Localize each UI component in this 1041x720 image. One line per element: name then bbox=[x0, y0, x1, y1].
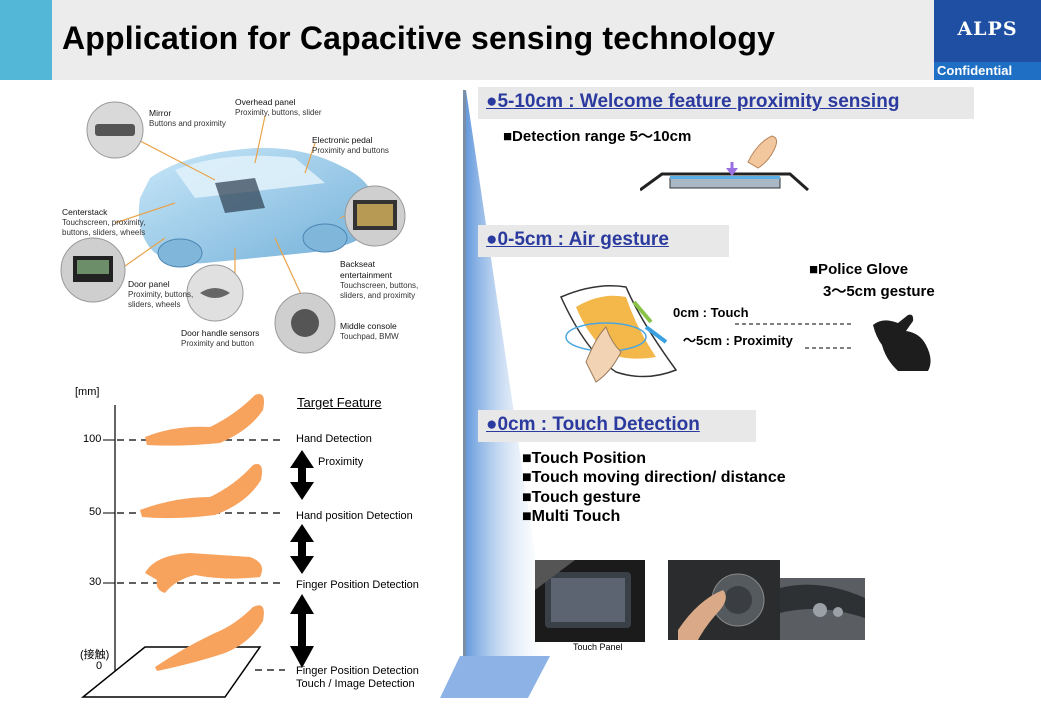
confidential-badge: Confidential bbox=[934, 62, 1041, 80]
steering-wheel-image bbox=[780, 578, 865, 640]
car-illustration bbox=[60, 101, 406, 354]
detection-range: ■Detection range 5～10cm bbox=[503, 128, 692, 145]
feature-finger-position-30: Finger Position Detection bbox=[296, 579, 419, 591]
section2-heading: ●0-5cm : Air gesture bbox=[486, 229, 669, 250]
section3-heading: ●0cm : Touch Detection bbox=[486, 414, 700, 435]
tick-30: 30 bbox=[89, 576, 102, 588]
feature-touch-image: Touch / Image Detection bbox=[296, 678, 415, 690]
touch-panel-caption: Touch Panel bbox=[573, 642, 623, 652]
target-feature-title: Target Feature bbox=[297, 395, 382, 410]
title-band bbox=[52, 0, 934, 80]
logo-text: ALPS bbox=[957, 18, 1018, 40]
touch-item-direction: ■Touch moving direction/ distance bbox=[522, 469, 786, 486]
tick-contact: (接触) bbox=[80, 649, 110, 661]
feature-hand-position: Hand position Detection bbox=[296, 510, 413, 522]
glove-gesture-range: 3～5cm gesture bbox=[823, 283, 935, 300]
feature-finger-position-0: Finger Position Detection bbox=[296, 665, 419, 677]
feature-proximity: Proximity bbox=[318, 456, 364, 468]
air-gesture-illustration bbox=[559, 285, 678, 383]
police-glove-label: ■Police Glove bbox=[809, 261, 909, 278]
welcome-sensor-illustration bbox=[640, 135, 809, 192]
divider-stand bbox=[440, 656, 550, 698]
console-knob-image bbox=[668, 560, 780, 640]
tick-100: 100 bbox=[83, 433, 102, 445]
section1-heading: ●5-10cm : Welcome feature proximity sens… bbox=[486, 91, 900, 112]
tick-0: 0 bbox=[96, 660, 103, 672]
feature-hand-detection: Hand Detection bbox=[296, 433, 372, 445]
unit-label: [mm] bbox=[75, 386, 100, 398]
distance-diagram bbox=[80, 394, 285, 698]
section3-band bbox=[478, 410, 756, 442]
gesture-dashed-lines bbox=[735, 323, 853, 349]
page-title: Application for Capacitive sensing techn… bbox=[62, 20, 776, 56]
vertical-divider bbox=[463, 90, 466, 662]
touch-item-multi: ■Multi Touch bbox=[522, 508, 621, 525]
proximity-5cm-label: ～5cm : Proximity bbox=[683, 333, 793, 348]
alps-logo: ALPS bbox=[934, 0, 1041, 62]
touch-0cm-label: 0cm : Touch bbox=[673, 305, 749, 320]
touch-panel-image bbox=[535, 560, 645, 642]
proximity-arrows bbox=[290, 450, 314, 668]
confidential-text: Confidential bbox=[937, 63, 1013, 78]
accent-bar bbox=[0, 0, 52, 80]
tick-50: 50 bbox=[89, 506, 102, 518]
police-glove-image bbox=[873, 314, 931, 371]
section2-band bbox=[478, 225, 729, 257]
section1-band bbox=[478, 87, 974, 119]
touch-item-gesture: ■Touch gesture bbox=[522, 489, 641, 506]
touch-item-position: ■Touch Position bbox=[522, 450, 647, 467]
